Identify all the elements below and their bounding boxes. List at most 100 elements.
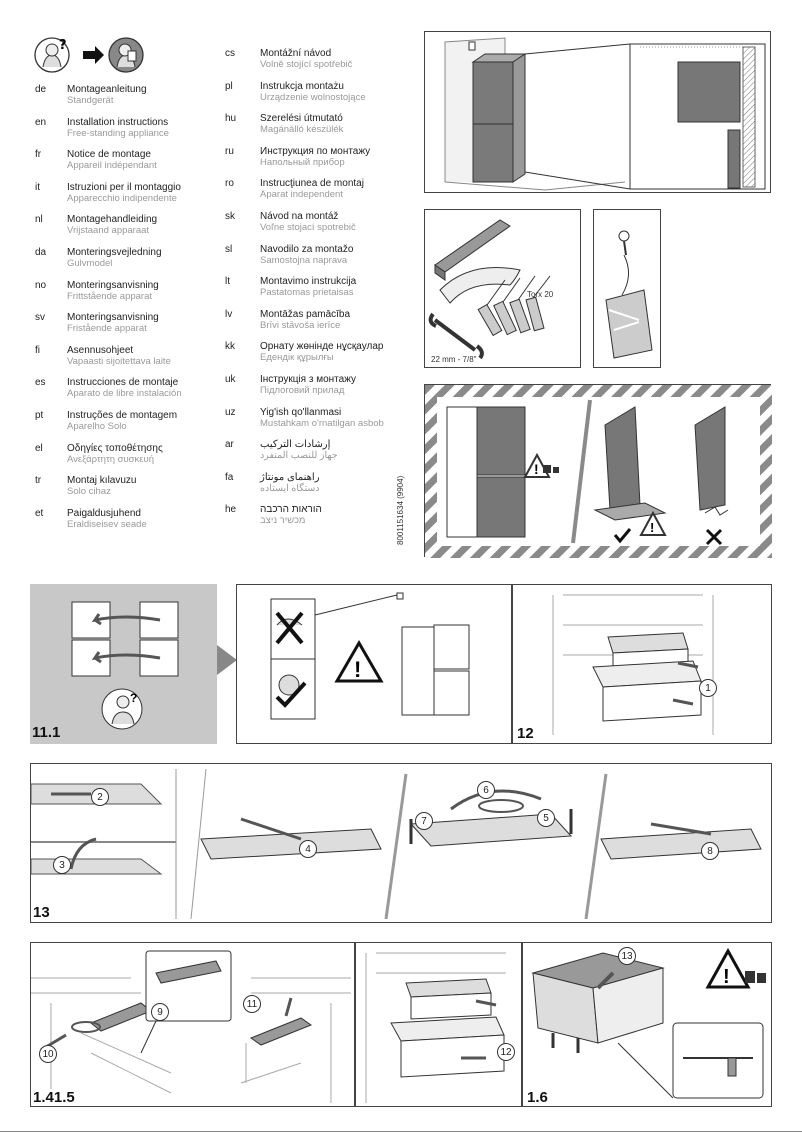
language-subtitle: Urządzenie wolnostojące <box>260 91 366 103</box>
doc-code: 8001151634 (9904) <box>396 475 405 545</box>
language-code: fa <box>225 471 234 483</box>
language-code: hu <box>225 113 237 125</box>
language-subtitle: Solo cihaz <box>67 486 111 498</box>
language-subtitle: Magánálló készülék <box>260 124 344 136</box>
language-code: uz <box>225 406 236 418</box>
language-code: he <box>225 504 237 516</box>
language-code: ru <box>225 145 234 157</box>
language-code: sv <box>35 312 45 324</box>
language-title: Instrucciones de montaje <box>67 377 179 389</box>
language-subtitle: Vrijstaand apparaat <box>67 225 150 237</box>
svg-text:!: ! <box>723 966 730 988</box>
callout-6: 6 <box>477 781 495 799</box>
language-title: Montaj kılavuzu <box>67 475 137 487</box>
language-code: ar <box>225 439 234 451</box>
language-subtitle: Samostojna naprava <box>260 254 348 266</box>
wrench-label: 22 mm - 7/8" <box>431 355 477 364</box>
panel-step-11-1: ? 11.1 <box>30 584 217 744</box>
panel-tools: Torx 20 22 mm - 7/8" <box>424 209 581 368</box>
language-subtitle: Voľne stojací spotrebič <box>260 222 356 233</box>
callout-3: 3 <box>53 856 71 874</box>
language-code: en <box>35 116 47 128</box>
language-subtitle: Підлоговий прилад <box>260 385 345 396</box>
language-code: pl <box>225 80 233 92</box>
language-subtitle: Frittstående apparat <box>67 290 153 302</box>
step-label-11-1: 11.1 <box>32 724 61 741</box>
language-title: Montāžas pamācība <box>260 308 351 320</box>
language-title: Yig'ish qo'llanmasi <box>260 406 342 418</box>
callout-10: 10 <box>39 1045 57 1063</box>
step-label-1-6: 1.6 <box>527 1089 548 1106</box>
language-code: lv <box>225 308 233 320</box>
language-title: Monteringsanvisning <box>67 279 159 291</box>
language-code: nl <box>35 214 43 226</box>
language-code: cs <box>225 48 235 59</box>
language-code: uk <box>225 374 236 385</box>
read-manual-icon: ? <box>34 37 144 73</box>
language-code: fr <box>35 149 42 161</box>
language-title: Montageanleitung <box>67 84 147 95</box>
language-title: Asennusohjeet <box>67 344 134 356</box>
language-code: sl <box>225 243 233 255</box>
language-title: Інструкція з монтажу <box>260 374 357 385</box>
callout-8: 8 <box>701 842 719 860</box>
torx-label: Torx 20 <box>527 290 554 299</box>
callout-5: 5 <box>537 809 555 827</box>
language-title: Szerelési útmutató <box>260 113 343 125</box>
language-subtitle: Brīvi stāvoša ierīce <box>260 319 341 331</box>
callout-11: 11 <box>243 995 261 1013</box>
language-title: Instrukcja montażu <box>260 80 344 92</box>
language-subtitle: Aparelho Solo <box>67 421 127 432</box>
panel-screw-bag <box>593 209 661 368</box>
step-label-12: 12 <box>517 725 534 742</box>
language-title: Istruzioni per il montaggio <box>67 181 181 193</box>
language-subtitle: Mustahkam o'rnatilgan asbob <box>260 417 384 429</box>
language-code: de <box>35 84 47 95</box>
svg-text:?: ? <box>130 691 137 705</box>
language-subtitle: Eraldiseisev seade <box>67 518 147 530</box>
language-title: Montagehandleiding <box>67 214 158 226</box>
language-title: راهنمای مونتاژ <box>260 471 320 483</box>
panel-drawers-refit: 12 <box>355 942 522 1107</box>
language-title: Monteringsvejledning <box>67 247 162 258</box>
callout-4: 4 <box>299 840 317 858</box>
language-title: Installation instructions <box>67 116 169 128</box>
panel-step-1-41-5: 9 10 11 1.41.5 <box>30 942 355 1107</box>
svg-text:!: ! <box>650 520 654 535</box>
language-subtitle: Aparat independent <box>260 189 343 201</box>
language-subtitle: מכשיר ניצב <box>260 515 306 527</box>
svg-text:!: ! <box>534 461 539 477</box>
language-code: kk <box>225 341 235 353</box>
language-code: tr <box>35 475 42 487</box>
language-subtitle: جهاز للنصب المنفرد <box>260 450 338 462</box>
language-code: da <box>35 247 47 258</box>
language-title: إرشادات التركيب <box>260 439 331 451</box>
language-code: et <box>35 507 44 519</box>
bottom-rule <box>0 1131 802 1132</box>
language-title: Notice de montage <box>67 149 151 161</box>
language-subtitle: Vapaasti sijoitettava laite <box>67 355 171 367</box>
language-title: Орнату жөнінде нұсқаулар <box>260 341 384 353</box>
callout-7: 7 <box>415 812 433 830</box>
language-title: Navodilo za montažo <box>260 243 354 255</box>
language-subtitle: Aparato de libre instalación <box>67 388 182 400</box>
language-subtitle: Напольный прибор <box>260 156 345 168</box>
step-label-13: 13 <box>33 904 50 921</box>
language-subtitle: Gulvmodel <box>67 258 113 269</box>
step-label-1-41-5: 1.41.5 <box>33 1089 75 1106</box>
language-code: pt <box>35 410 44 421</box>
panel-power-warning: ! <box>236 584 512 744</box>
language-title: Monteringsanvisning <box>67 312 159 324</box>
language-subtitle: Едендік құрылғы <box>260 352 334 364</box>
panel-step-12: 1 12 <box>512 584 772 744</box>
language-code: lt <box>225 276 230 288</box>
language-subtitle: Apparecchio indipendente <box>67 192 177 204</box>
language-title: Montážní návod <box>260 48 332 59</box>
language-title: Montavimo instrukcija <box>260 276 357 288</box>
language-subtitle: Free-standing appliance <box>67 127 169 139</box>
callout-13: 13 <box>618 947 636 965</box>
svg-text:?: ? <box>59 38 67 53</box>
next-arrow-icon <box>217 645 237 675</box>
language-title: הוראות הרכבה <box>260 504 322 516</box>
language-code: fi <box>35 344 40 356</box>
